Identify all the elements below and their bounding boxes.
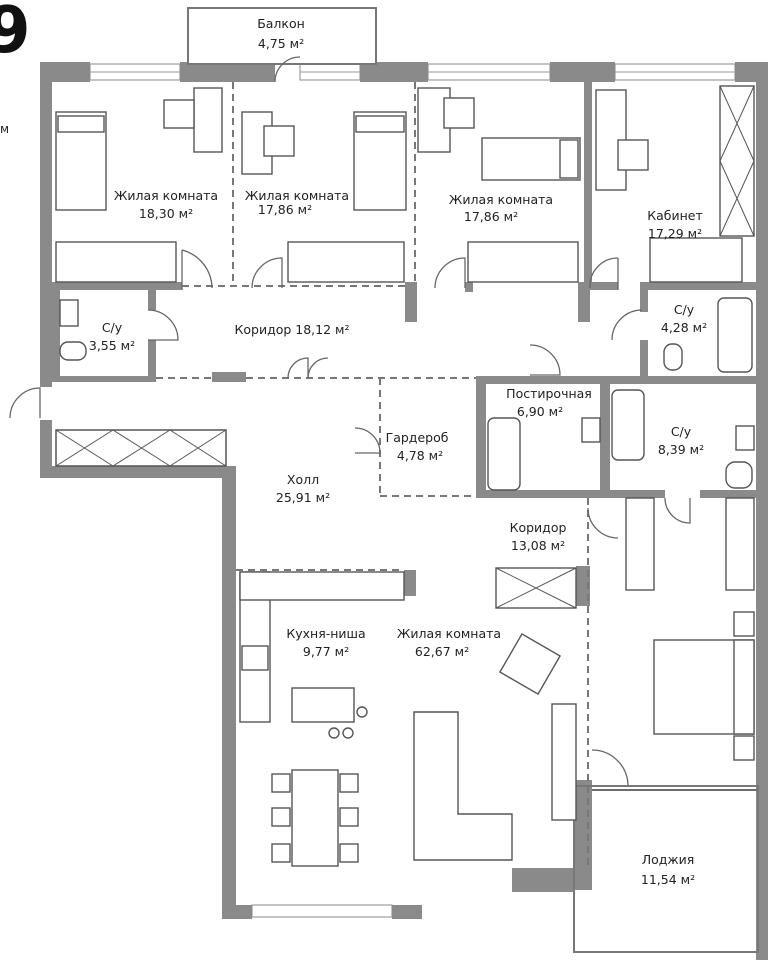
room-living-name: Жилая комната: [397, 626, 501, 641]
room-bath3-area: 8,39 м²: [658, 442, 704, 457]
room-corridor2-area: 13,08 м²: [511, 538, 565, 553]
room-corridor2-name: Коридор: [510, 520, 567, 535]
room-living-area: 62,67 м²: [415, 644, 469, 659]
doors: [9, 249, 691, 787]
room-bedroom1-name: Жилая комната: [114, 188, 218, 203]
room-kitchen-area: 9,77 м²: [303, 644, 349, 659]
room-hall-area: 25,91 м²: [276, 490, 330, 505]
room-bath2-area: 4,28 м²: [661, 320, 707, 335]
wardrobe-strip: [55, 429, 227, 467]
room-bedroom2-area: 17,86 м²: [258, 202, 312, 217]
room-laundry-area: 6,90 м²: [517, 404, 563, 419]
room-laundry-name: Постирочная: [506, 386, 592, 401]
dashed-partitions: [156, 82, 589, 868]
room-bedroom3-name: Жилая комната: [449, 192, 553, 207]
interior-walls: [52, 82, 756, 606]
room-wardrobe-area: 4,78 м²: [397, 448, 443, 463]
room-bath1-name: С/у: [102, 320, 123, 335]
room-balcony-name: Балкон: [257, 16, 305, 31]
outer-walls: [40, 62, 768, 960]
room-corridor1-name: Коридор 18,12 м²: [235, 322, 350, 337]
balcony: [187, 7, 377, 83]
room-bedroom1-area: 18,30 м²: [139, 206, 193, 221]
room-bedroom3-area: 17,86 м²: [464, 209, 518, 224]
room-wardrobe-name: Гардероб: [386, 430, 449, 445]
loggia: [573, 785, 759, 953]
plan-number: 9: [0, 0, 31, 68]
room-study-name: Кабинет: [647, 208, 703, 223]
room-loggia-area: 11,54 м²: [641, 872, 695, 887]
room-kitchen-name: Кухня-ниша: [286, 626, 365, 641]
room-bath2-name: С/у: [674, 302, 695, 317]
room-bath1-area: 3,55 м²: [89, 338, 135, 353]
room-bath3-name: С/у: [671, 424, 692, 439]
room-study-area: 17,29 м²: [648, 226, 702, 241]
room-balcony-area: 4,75 м²: [258, 36, 304, 51]
room-labels: Балкон 4,75 м² Жилая комната 18,30 м² Жи…: [89, 16, 707, 887]
room-bedroom2-name: Жилая комната: [245, 188, 349, 203]
room-loggia-name: Лоджия: [642, 852, 695, 867]
side-label: м: [0, 122, 9, 136]
furniture: [55, 85, 755, 867]
room-hall-name: Холл: [287, 472, 319, 487]
